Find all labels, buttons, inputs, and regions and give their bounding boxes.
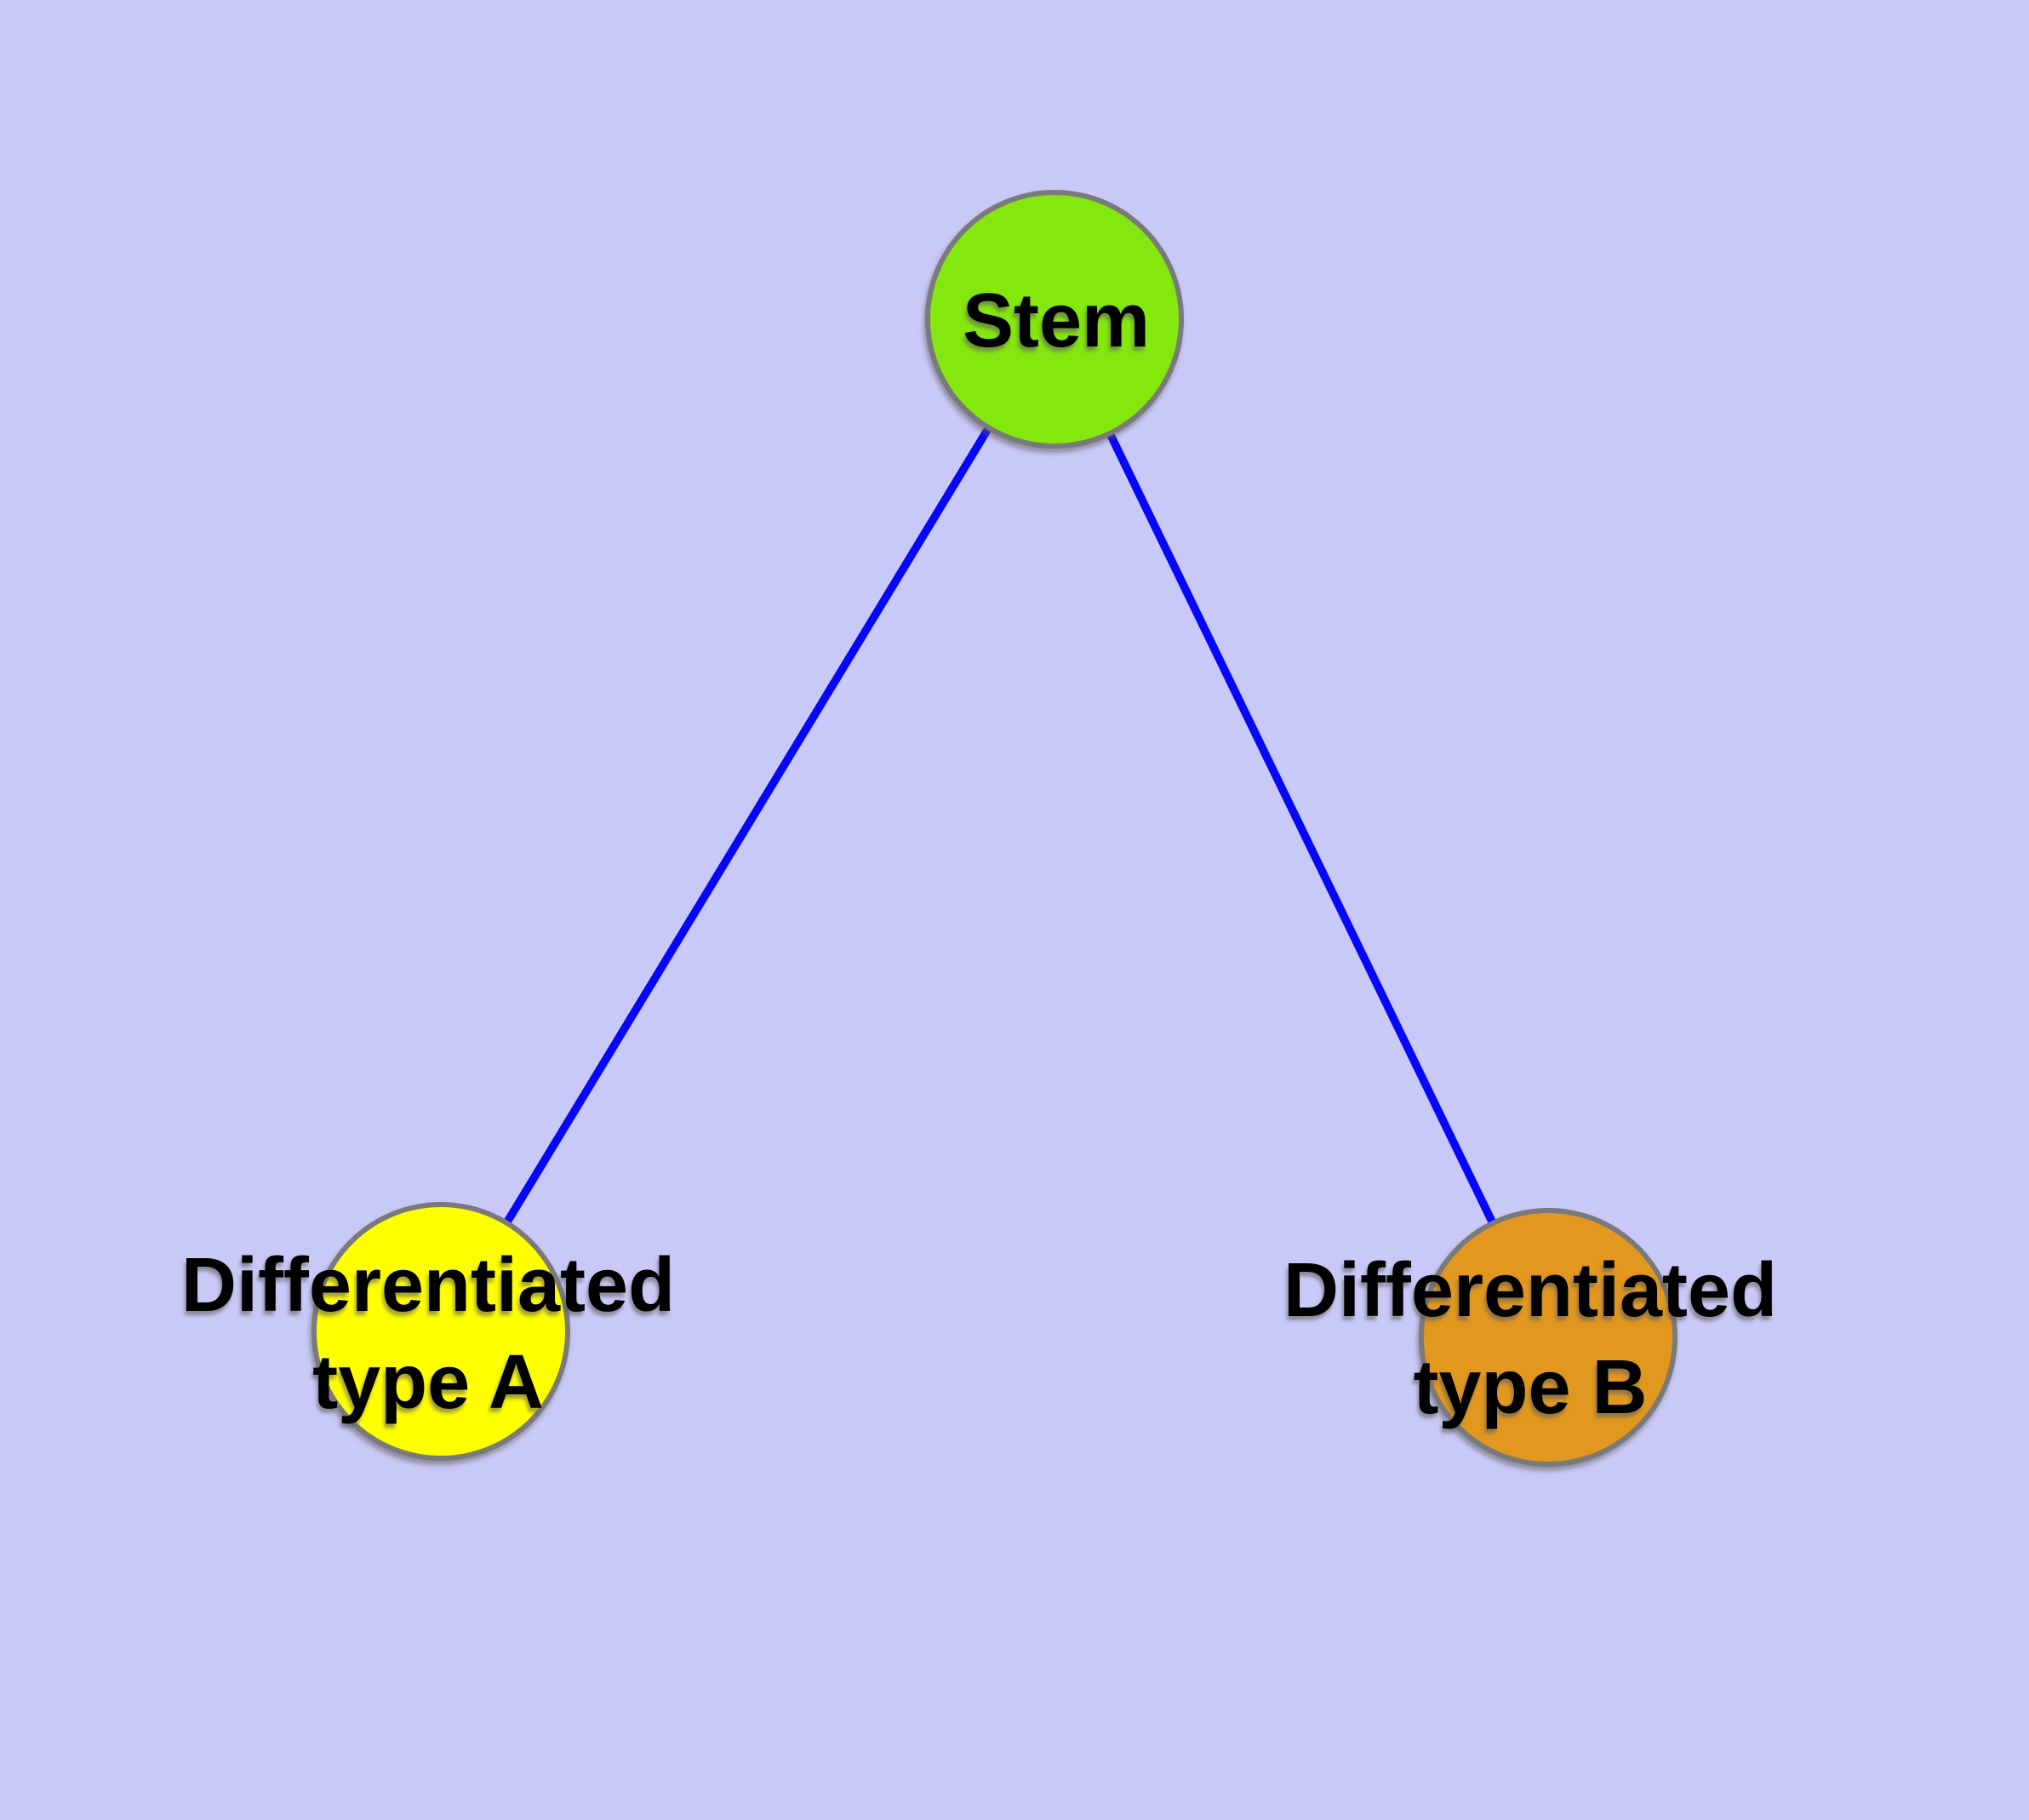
- node-circle-differentiated-type-a: [311, 1202, 570, 1461]
- edge-stem-to-type-b: [1050, 317, 1552, 1340]
- edge-stem-to-type-a: [437, 317, 1059, 1334]
- node-circle-differentiated-type-b: [1419, 1208, 1677, 1467]
- node-circle-stem: [925, 190, 1184, 449]
